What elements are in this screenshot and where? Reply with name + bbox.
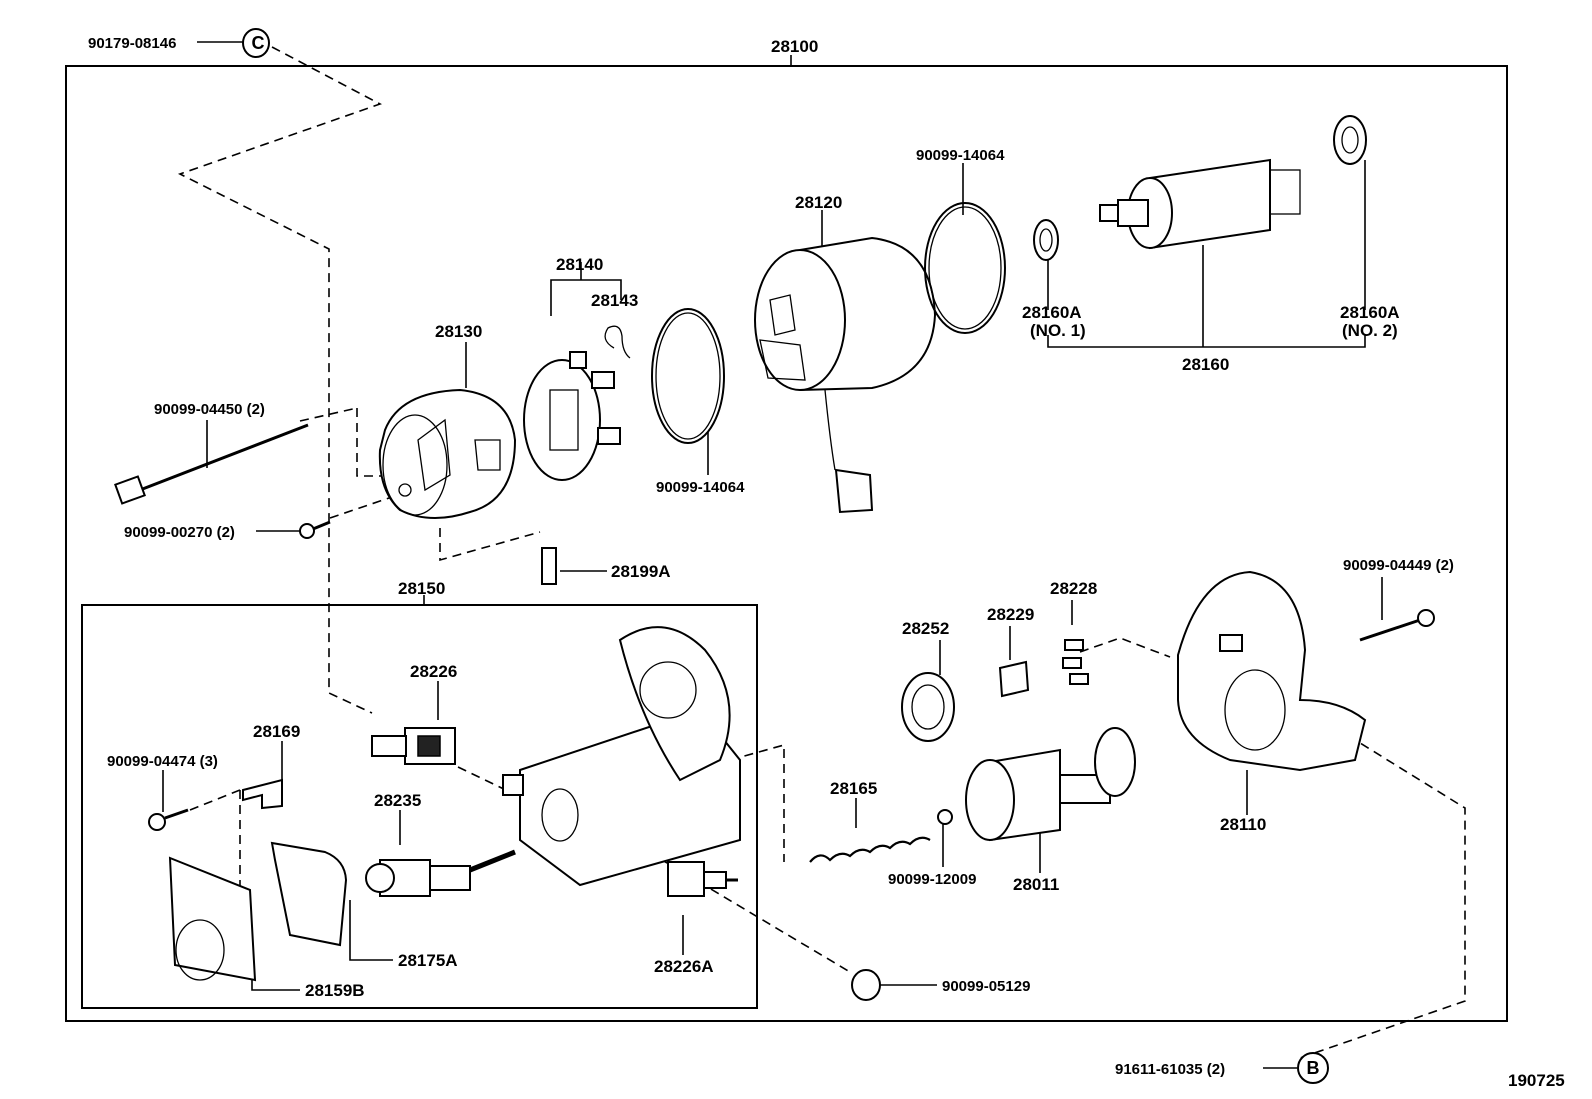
part-28160a-bearing-no2 — [1333, 115, 1367, 165]
dash-route-c — [177, 46, 382, 714]
part-28110-housing — [1177, 570, 1367, 772]
c-callout-nut: C — [242, 28, 270, 58]
label-28110: 28110 — [1220, 815, 1266, 834]
label-28120: 28120 — [795, 193, 842, 212]
part-28011-clutch — [965, 727, 1136, 842]
label-90099-14064-top: 90099-14064 — [916, 147, 1005, 164]
label-28160: 28160 — [1182, 355, 1229, 374]
label-28160a-no1: 28160A — [1022, 303, 1082, 322]
part-28175a-gasket — [270, 841, 348, 947]
svg-text:C: C — [252, 33, 265, 53]
label-28228: 28228 — [1050, 579, 1097, 598]
label-28140: 28140 — [556, 255, 603, 274]
part-28235-plunger — [365, 849, 516, 897]
part-28160a-bearing-no1 — [1033, 219, 1059, 261]
label-28199a: 28199A — [611, 562, 671, 581]
part-28150-housing — [502, 626, 741, 887]
label-90099-14064-mid: 90099-14064 — [656, 479, 745, 496]
part-28199a-clip — [541, 547, 557, 585]
label-28011: 28011 — [1013, 875, 1059, 894]
part-28228-rollers — [1062, 639, 1089, 685]
label-28226a: 28226A — [654, 957, 714, 976]
label-28159b: 28159B — [305, 981, 365, 1000]
label-28169: 28169 — [253, 722, 300, 741]
label-90099-04449: 90099-04449 (2) — [1343, 557, 1454, 574]
b-callout: B — [1297, 1052, 1329, 1084]
part-28226a-terminal — [667, 861, 738, 897]
label-28235: 28235 — [374, 791, 421, 810]
assembly-frame-28100 — [65, 65, 1508, 1022]
part-90099-04450-bolt — [114, 423, 309, 505]
part-28120-yoke — [754, 236, 937, 514]
label-90099-00270: 90099-00270 (2) — [124, 524, 235, 541]
label-28226: 28226 — [410, 662, 457, 681]
label-28100: 28100 — [771, 37, 818, 56]
part-28160-armature — [1099, 158, 1301, 250]
label-91611-61035: 91611-61035 (2) — [1115, 1061, 1225, 1078]
part-28165-spring — [809, 836, 931, 863]
part-90099-04449-bolt — [1359, 609, 1435, 642]
label-28143: 28143 — [591, 291, 638, 310]
part-90099-12009-ball — [937, 809, 953, 825]
part-28226-terminal — [371, 727, 456, 765]
part-28130-end-frame — [378, 388, 517, 520]
part-28229-retainer — [998, 660, 1030, 698]
part-28143-spring — [604, 325, 631, 359]
label-28252: 28252 — [902, 619, 949, 638]
part-28159b-cover — [168, 856, 257, 982]
label-28130: 28130 — [435, 322, 482, 341]
label-28160a-no2: 28160A — [1340, 303, 1400, 322]
label-90099-05129: 90099-05129 — [942, 978, 1030, 995]
label-28165: 28165 — [830, 779, 877, 798]
part-90099-05129-nut — [851, 969, 881, 1001]
footer-code: 190725 — [1508, 1071, 1565, 1090]
label-90099-12009: 90099-12009 — [888, 871, 976, 888]
sub-assembly-frame-28150 — [81, 604, 758, 1009]
part-90099-14064-ring-mid — [651, 308, 725, 444]
part-28140-brush-holder — [523, 351, 621, 481]
part-28252-gear — [901, 672, 955, 742]
label-90099-04450: 90099-04450 (2) — [154, 401, 265, 418]
part-90099-14064-ring-top — [924, 202, 1006, 334]
svg-text:B: B — [1307, 1058, 1320, 1078]
label-28160a-no1-sub: (NO. 1) — [1030, 321, 1086, 340]
label-28229: 28229 — [987, 605, 1034, 624]
part-90099-00270-screw — [299, 520, 331, 539]
part-90099-04474-bolt — [148, 808, 189, 831]
label-90099-04474: 90099-04474 (3) — [107, 753, 218, 770]
label-28150: 28150 — [398, 579, 445, 598]
dash-route-b — [1299, 711, 1466, 1059]
label-28160a-no2-sub: (NO. 2) — [1342, 321, 1398, 340]
part-28169-clip — [242, 778, 283, 810]
label-90179-08146: 90179-08146 — [88, 35, 176, 52]
label-28175a: 28175A — [398, 951, 458, 970]
